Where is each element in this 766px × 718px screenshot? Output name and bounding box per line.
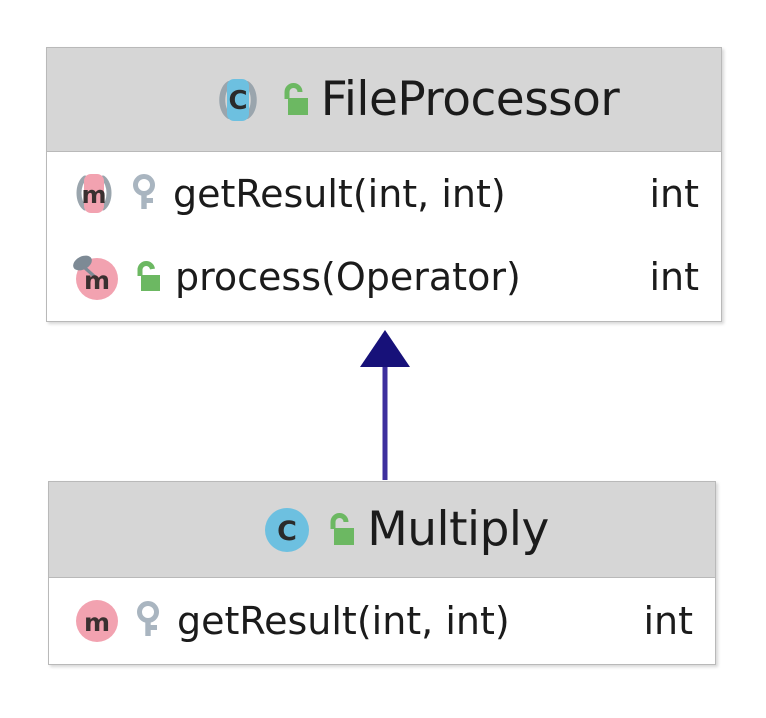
members-fileprocessor: m getResult(int, int) int [47,152,721,318]
member-signature: process(Operator) [175,254,521,299]
svg-text:C: C [277,516,297,547]
generalization-arrowhead [360,330,410,367]
member-return-type: int [649,254,699,299]
unlocked-padlock-icon [131,259,163,295]
unlocked-padlock-icon [277,82,311,118]
class-header-fileprocessor: C FileProcessor [47,48,721,152]
member-return-type: int [649,171,699,216]
class-box-fileprocessor[interactable]: C FileProcessor m [46,47,722,322]
member-signature: getResult(int, int) [173,171,506,216]
method-icon: m [71,595,123,647]
class-header-multiply: C Multiply [49,482,715,578]
members-multiply: m getResult(int, int) int [49,578,715,664]
member-signature: getResult(int, int) [177,599,510,643]
key-icon [135,601,165,641]
member-row[interactable]: m getResult(int, int) int [47,152,721,235]
class-title-multiply: Multiply [367,502,549,557]
method-icon: m [67,249,123,305]
class-title-fileprocessor: FileProcessor [320,72,620,127]
svg-text:m: m [81,181,106,209]
abstract-class-icon: C [209,71,267,129]
svg-text:m: m [84,266,110,295]
member-return-type: int [643,599,693,643]
unlocked-padlock-icon [323,512,357,548]
svg-text:m: m [84,608,110,637]
member-row[interactable]: m process(Operator) int [47,235,721,318]
member-row[interactable]: m getResult(int, int) int [49,578,715,664]
abstract-method-icon: m [67,167,121,221]
svg-text:C: C [228,86,247,116]
class-box-multiply[interactable]: C Multiply m [48,481,716,665]
key-icon [131,173,161,214]
class-icon: C [261,504,313,556]
